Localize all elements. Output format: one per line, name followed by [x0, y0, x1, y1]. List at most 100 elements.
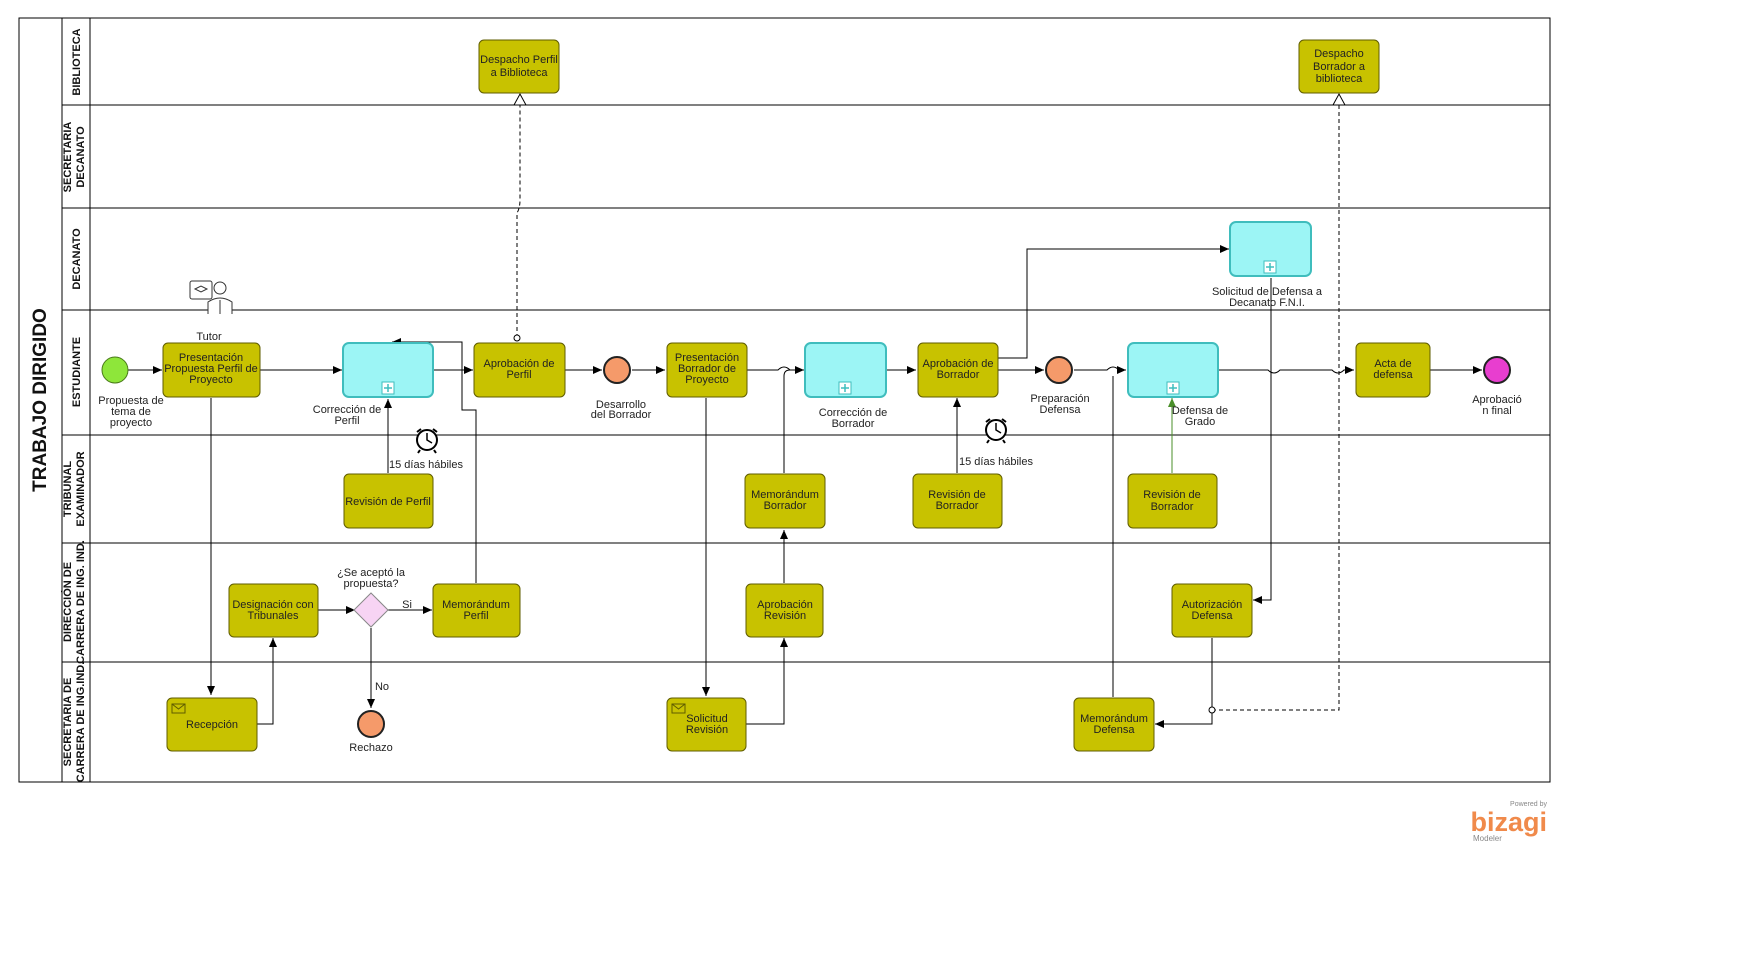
- svg-text:n final: n final: [1482, 405, 1511, 417]
- timer-icon: [416, 428, 438, 454]
- svg-text:Despacho Perfil: Despacho Perfil: [480, 54, 558, 66]
- task-revision-borrador-2[interactable]: Revisión de Borrador: [1127, 473, 1218, 529]
- tutor-icon: [189, 280, 233, 314]
- flow: [392, 338, 477, 583]
- timer-icon: [985, 418, 1007, 444]
- svg-text:Grado: Grado: [1185, 416, 1216, 428]
- flow: [1074, 366, 1126, 374]
- subprocess-correccion-borrador[interactable]: Corrección de Borrador: [804, 342, 887, 430]
- svg-text:Tribunales: Tribunales: [248, 610, 299, 622]
- lane-biblioteca: BIBLIOTECA: [71, 28, 83, 95]
- envelope-icon: [671, 703, 686, 714]
- svg-text:bizagi: bizagi: [1470, 807, 1547, 837]
- associations: [513, 92, 1346, 714]
- lane-estudiante: ESTUDIANTE: [71, 337, 83, 407]
- svg-text:Borrador a: Borrador a: [1313, 61, 1366, 73]
- svg-text:TRIBUNAL: TRIBUNAL: [62, 461, 74, 517]
- svg-text:DIRECCIÓN DE: DIRECCIÓN DE: [61, 562, 74, 642]
- bizagi-logo: Powered by bizagi Modeler: [1470, 801, 1547, 843]
- task-aprobacion-borrador[interactable]: Aprobación de Borrador: [917, 342, 999, 398]
- svg-text:Memorándum: Memorándum: [1080, 713, 1148, 725]
- svg-text:Corrección de: Corrección de: [819, 407, 887, 419]
- task-revision-borrador-1[interactable]: Revisión de Borrador: [912, 473, 1003, 529]
- svg-text:Revisión de Perfil: Revisión de Perfil: [345, 496, 431, 508]
- task-aprobacion-perfil[interactable]: Aprobación de Perfil: [473, 342, 566, 398]
- svg-text:del Borrador: del Borrador: [591, 409, 652, 421]
- svg-text:Rechazo: Rechazo: [349, 742, 392, 754]
- task-aprobacion-revision[interactable]: Aprobación Revisión: [745, 583, 824, 638]
- lane-decanato: DECANATO: [71, 228, 83, 290]
- task-solicitud-revision[interactable]: Solicitud Revisión: [666, 697, 747, 752]
- svg-text:SECRETARIA: SECRETARIA: [62, 122, 74, 193]
- svg-text:proyecto: proyecto: [110, 417, 152, 429]
- intermediate-event-desarrollo: Desarrollo del Borrador: [591, 356, 652, 421]
- tutor-label: Tutor: [196, 331, 222, 343]
- task-designacion[interactable]: Designación con Tribunales: [228, 583, 319, 638]
- svg-text:Borrador: Borrador: [832, 418, 875, 430]
- svg-text:Powered by: Powered by: [1510, 801, 1547, 808]
- subprocess-solicitud-defensa[interactable]: Solicitud de Defensa a Decanato F.N.I.: [1212, 221, 1323, 309]
- task-acta-defensa[interactable]: Acta de defensa: [1355, 342, 1431, 398]
- svg-text:¿Se aceptó la: ¿Se aceptó la: [337, 567, 406, 579]
- lane-direccion: DIRECCIÓN DE CARRERA DE ING. IND.: [61, 540, 87, 664]
- svg-text:SECRETARIA DE: SECRETARIA DE: [62, 678, 74, 767]
- end-event-rechazo: Rechazo: [349, 710, 393, 754]
- pool-title: TRABAJO DIRIGIDO: [30, 308, 51, 492]
- svg-text:Preparación: Preparación: [1030, 393, 1089, 405]
- svg-text:Presentación: Presentación: [675, 352, 739, 364]
- svg-text:Defensa: Defensa: [1040, 404, 1082, 416]
- svg-text:Perfil: Perfil: [463, 610, 488, 622]
- svg-text:Borrador: Borrador: [936, 500, 979, 512]
- task-despacho-perfil[interactable]: Despacho Perfil a Biblioteca: [478, 39, 560, 94]
- flow: [257, 638, 277, 725]
- task-presentacion-borrador[interactable]: Presentación Borrador de Proyecto: [666, 342, 748, 398]
- task-memorandum-borrador[interactable]: Memorándum Borrador: [744, 473, 826, 529]
- svg-text:Revisión de: Revisión de: [928, 489, 985, 501]
- subprocess-defensa-grado[interactable]: Defensa de Grado: [1127, 342, 1228, 428]
- svg-text:Borrador: Borrador: [764, 500, 807, 512]
- lane-tribunal: TRIBUNAL EXAMINADOR: [62, 451, 87, 526]
- task-revision-perfil[interactable]: Revisión de Perfil: [343, 473, 434, 529]
- svg-text:Borrador: Borrador: [937, 369, 980, 381]
- svg-text:propuesta?: propuesta?: [343, 578, 398, 590]
- svg-text:Revisión: Revisión: [686, 724, 728, 736]
- svg-text:a Biblioteca: a Biblioteca: [491, 67, 549, 79]
- lane-labels: BIBLIOTECA SECRETARIA DECANATO DECANATO …: [61, 28, 87, 782]
- timer-label: 15 días hábiles: [959, 456, 1033, 468]
- svg-text:Propuesta Perfil de: Propuesta Perfil de: [164, 363, 258, 375]
- intermediate-event-preparacion: Preparación Defensa: [1030, 356, 1090, 416]
- svg-text:CARRERA DE ING.IND.: CARRERA DE ING.IND.: [75, 662, 87, 783]
- flow: [747, 366, 791, 371]
- svg-text:Perfil: Perfil: [334, 415, 359, 427]
- task-despacho-borrador[interactable]: Despacho Borrador a biblioteca: [1298, 39, 1380, 94]
- svg-text:Defensa: Defensa: [1192, 610, 1234, 622]
- task-presentacion-perfil[interactable]: Presentación Propuesta Perfil de Proyect…: [162, 342, 261, 398]
- task-memorandum-perfil[interactable]: Memorándum Perfil: [432, 583, 521, 638]
- svg-text:Recepción: Recepción: [186, 719, 238, 731]
- gateway-yes-label: Si: [402, 599, 412, 611]
- start-event: Propuesta de tema de proyecto: [98, 356, 164, 429]
- svg-text:Solicitud: Solicitud: [686, 713, 728, 725]
- svg-text:tema de: tema de: [111, 406, 151, 418]
- timer-label: 15 días hábiles: [389, 459, 463, 471]
- gateway-aceptacion: ¿Se aceptó la propuesta? Si No: [337, 567, 412, 693]
- svg-text:Propuesta de: Propuesta de: [98, 395, 163, 407]
- end-event-final: Aprobació n final: [1472, 356, 1522, 417]
- lane-secretaria-carrera: SECRETARIA DE CARRERA DE ING.IND.: [62, 662, 87, 783]
- gateway-no-label: No: [375, 681, 389, 693]
- task-autorizacion-defensa[interactable]: Autorización Defensa: [1171, 583, 1253, 638]
- task-recepcion[interactable]: Recepción: [166, 697, 258, 752]
- subprocess-correccion-perfil[interactable]: Corrección de Perfil: [313, 342, 434, 427]
- svg-text:Acta de: Acta de: [1374, 358, 1411, 370]
- svg-text:Memorándum: Memorándum: [751, 489, 819, 501]
- association: [1208, 92, 1346, 714]
- lane-secretaria-decanato: SECRETARIA DECANATO: [62, 122, 87, 193]
- svg-text:biblioteca: biblioteca: [1316, 73, 1363, 85]
- flow: [998, 245, 1229, 359]
- svg-text:Modeler: Modeler: [1473, 834, 1502, 843]
- flow: [746, 638, 788, 725]
- svg-text:Revisión de: Revisión de: [1143, 489, 1200, 501]
- svg-text:Solicitud de Defensa a: Solicitud de Defensa a: [1212, 286, 1323, 298]
- task-memorandum-defensa[interactable]: Memorándum Defensa: [1073, 697, 1155, 752]
